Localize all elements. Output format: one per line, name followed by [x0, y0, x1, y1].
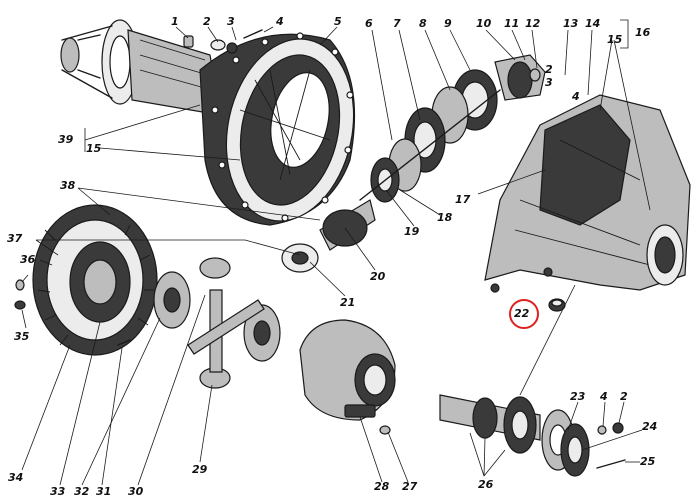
label-part-2-top-alt: 2 — [545, 63, 553, 76]
small-fasteners-left — [14, 279, 131, 346]
axle-shaft-assembly — [439, 394, 590, 477]
label-part-30: 30 — [128, 485, 144, 498]
label-part-25: 25 — [640, 455, 656, 468]
label-part-20: 20 — [370, 270, 386, 283]
label-part-4-flange: 4 — [572, 90, 580, 103]
label-part-1: 1 — [171, 15, 179, 28]
label-part-3-flange: 3 — [545, 76, 553, 89]
axle-housing — [60, 19, 356, 226]
label-part-21: 21 — [340, 296, 356, 309]
filler-plug — [548, 298, 566, 312]
label-part-27: 27 — [402, 480, 418, 493]
side-gears — [153, 257, 281, 389]
label-part-24: 24 — [642, 420, 658, 433]
label-part-11: 11 — [504, 17, 520, 30]
label-part-16: 16 — [635, 26, 651, 39]
label-part-15-housing: 15 — [86, 142, 102, 155]
label-part-18: 18 — [437, 211, 453, 224]
differential-case — [299, 319, 396, 435]
label-part-4-lower: 4 — [600, 390, 608, 403]
label-part-34: 34 — [8, 471, 24, 484]
label-part-5: 5 — [334, 15, 342, 28]
label-part-6: 6 — [365, 17, 373, 30]
bolt-and-nut-lower — [596, 422, 626, 469]
flange-bolt-holes — [211, 32, 354, 222]
label-part-29: 29 — [192, 463, 208, 476]
label-part-22: 22 — [514, 307, 530, 320]
leader-lines — [21, 19, 651, 486]
label-part-12: 12 — [525, 17, 541, 30]
label-part-38: 38 — [60, 179, 76, 192]
label-part-3: 3 — [227, 15, 235, 28]
label-part-2: 2 — [203, 15, 211, 28]
label-part-26: 26 — [478, 478, 494, 491]
label-part-7: 7 — [393, 17, 401, 30]
label-part-37: 37 — [7, 232, 23, 245]
pinion-flange — [494, 54, 546, 101]
final-drive-carrier — [484, 94, 691, 293]
label-part-10: 10 — [476, 17, 492, 30]
pinion-bearings — [359, 69, 501, 203]
label-part-4: 4 — [276, 15, 284, 28]
label-part-39: 39 — [58, 133, 74, 146]
label-part-35: 35 — [14, 330, 30, 343]
label-part-9: 9 — [444, 17, 452, 30]
label-part-13: 13 — [563, 17, 579, 30]
label-part-28: 28 — [374, 480, 390, 493]
label-part-14: 14 — [585, 17, 601, 30]
label-part-15-carrier: 15 — [607, 33, 623, 46]
breather-and-nut — [183, 29, 263, 54]
label-part-23: 23 — [570, 390, 586, 403]
label-part-8: 8 — [419, 17, 427, 30]
label-part-31: 31 — [96, 485, 112, 498]
label-part-2-lower: 2 — [620, 390, 628, 403]
ring-gear — [32, 204, 158, 356]
label-part-33: 33 — [50, 485, 66, 498]
label-part-36: 36 — [20, 253, 36, 266]
highlight-circle — [509, 299, 539, 329]
label-part-32: 32 — [74, 485, 90, 498]
label-part-17: 17 — [455, 193, 471, 206]
label-part-19: 19 — [404, 225, 420, 238]
